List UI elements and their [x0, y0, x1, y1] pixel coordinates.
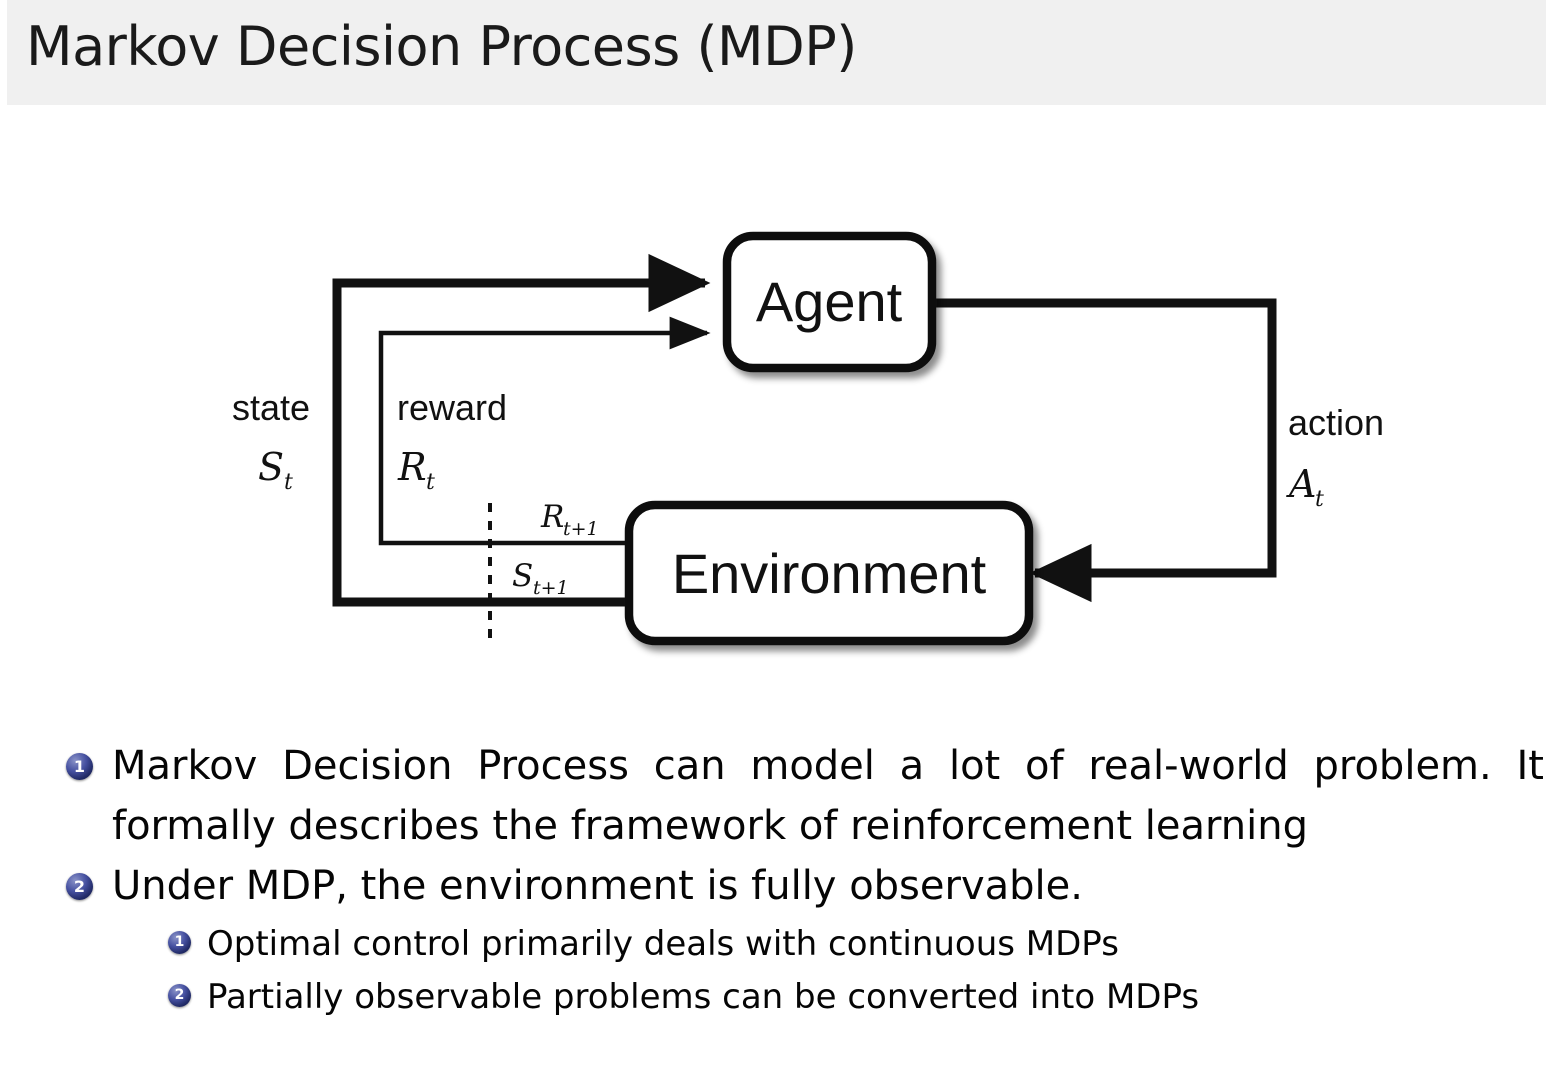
page-title: Markov Decision Process (MDP)	[26, 15, 857, 78]
state-next-symbol: S	[512, 558, 533, 594]
label-state: state S t	[232, 387, 310, 495]
sub-list-item: 1 Optimal control primarily deals with c…	[0, 918, 1546, 971]
agent-box[interactable]	[722, 231, 937, 373]
list-item-text: Markov Decision Process can model a lot …	[112, 743, 1544, 849]
sub-list-item-text: Optimal control primarily deals with con…	[207, 924, 1119, 964]
edge-state-path	[332, 253, 711, 607]
state-next-subscript: t+1	[533, 577, 569, 599]
bullet-list: 1 Markov Decision Process can model a lo…	[0, 736, 1546, 1024]
agent-label: Agent	[756, 270, 903, 333]
diagram-canvas: Agent Environment state S t reward R t a…	[232, 231, 1384, 646]
environment-box[interactable]	[624, 500, 1034, 646]
node-environment[interactable]: Environment	[624, 500, 1034, 646]
bullet-marker-1: 1	[66, 753, 93, 780]
reward-next-symbol: R	[540, 499, 564, 535]
reward-next-subscript: t+1	[563, 518, 599, 540]
reward-word: reward	[397, 387, 507, 428]
reward-subscript: t	[426, 470, 435, 495]
state-symbol: S	[258, 445, 284, 489]
edge-reward-path	[378, 316, 711, 546]
label-reward: reward R t	[397, 387, 507, 495]
label-reward-next: R t+1	[540, 499, 599, 540]
action-word: action	[1288, 402, 1384, 443]
action-subscript: t	[1315, 487, 1324, 512]
environment-label: Environment	[672, 542, 987, 605]
sub-bullet-marker-2: 2	[168, 984, 191, 1007]
bullet-marker-2: 2	[66, 873, 93, 900]
node-agent[interactable]: Agent	[722, 231, 937, 373]
state-subscript: t	[284, 470, 293, 495]
list-item: 1 Markov Decision Process can model a lo…	[0, 736, 1546, 856]
label-action: action A t	[1286, 402, 1384, 512]
list-item: 2 Under MDP, the environment is fully ob…	[0, 856, 1546, 916]
mdp-agent-environment-diagram: Agent Environment state S t reward R t a…	[0, 105, 1546, 725]
slide-title-bar: Markov Decision Process (MDP)	[0, 0, 1546, 105]
list-item-text: Under MDP, the environment is fully obse…	[112, 863, 1083, 909]
state-word: state	[232, 387, 310, 428]
reward-symbol: R	[397, 445, 427, 489]
label-state-next: S t+1	[512, 558, 569, 599]
sub-bullet-marker-1: 1	[168, 931, 191, 954]
sub-list-item-text: Partially observable problems can be con…	[207, 977, 1200, 1017]
edge-action-path	[932, 298, 1277, 603]
sub-list-item: 2 Partially observable problems can be c…	[0, 971, 1546, 1024]
action-symbol: A	[1286, 462, 1316, 506]
